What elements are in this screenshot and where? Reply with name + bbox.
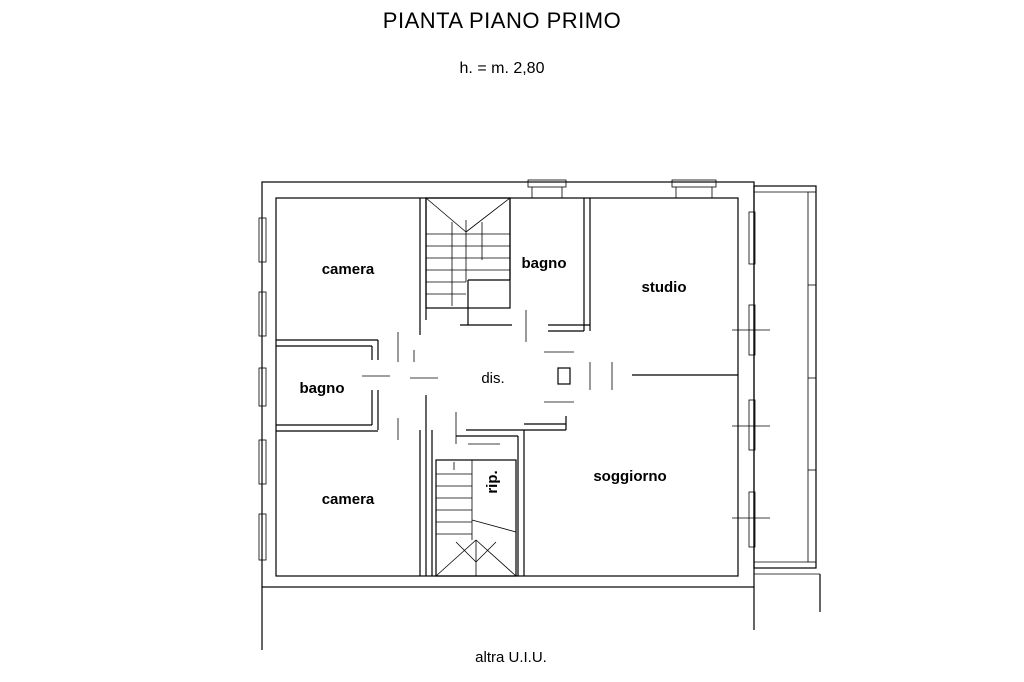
room-label-bagno-top: bagno (522, 255, 567, 272)
room-label-studio: studio (642, 279, 687, 296)
room-label-camera-top: camera (322, 261, 375, 278)
right-windows (732, 211, 770, 548)
ceiling-height: h. = m. 2,80 (459, 60, 545, 77)
interior-walls (276, 197, 738, 577)
staircase-top (425, 197, 511, 306)
footer-note: altra U.I.U. (475, 649, 547, 666)
room-label-bagno-left: bagno (300, 380, 345, 397)
staircase-bottom (435, 460, 517, 577)
outer-walls (261, 181, 821, 650)
drawing-title: PIANTA PIANO PRIMO (382, 8, 622, 33)
top-windows (527, 179, 717, 198)
room-label-soggiorno: soggiorno (593, 468, 666, 485)
room-label-camera-bottom: camera (322, 491, 375, 508)
door-openings (362, 310, 613, 445)
room-label-rip: rip. (484, 470, 501, 493)
room-label-dis: dis. (481, 370, 504, 387)
balcony (753, 185, 817, 569)
left-windows (258, 217, 267, 561)
